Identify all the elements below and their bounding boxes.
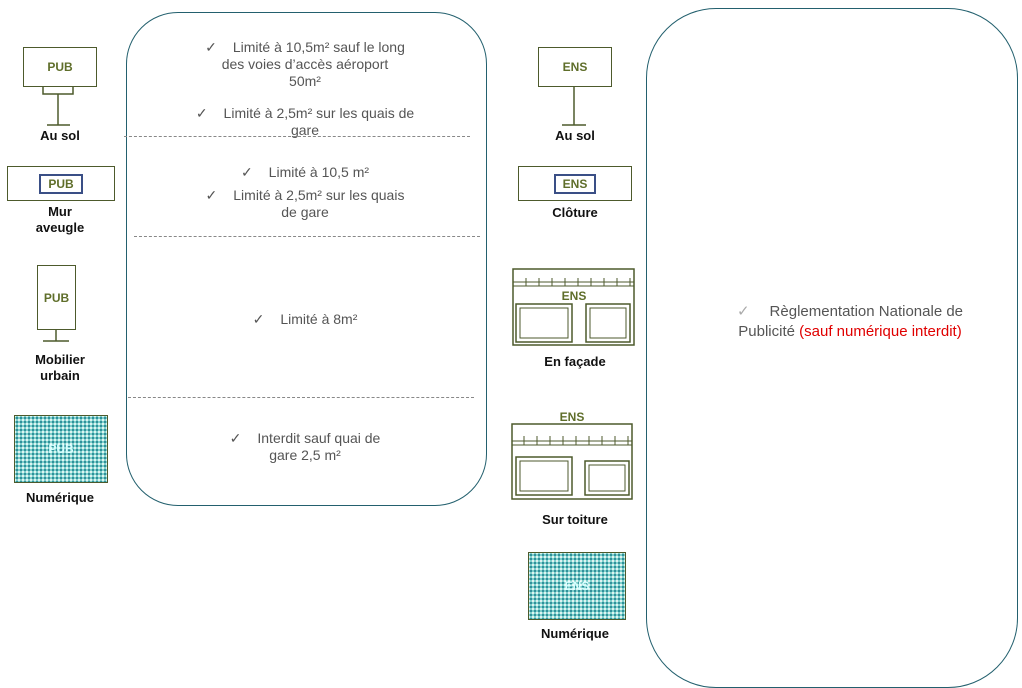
ens-sign-facade: ENS (512, 268, 636, 346)
pub-sign-text: PUB (48, 442, 74, 456)
pub-rules-panel (126, 12, 487, 506)
pub-sign-street-furniture: PUB (37, 265, 79, 345)
pub-sign-text: PUB (47, 60, 73, 74)
ens-label-sur-toiture: Sur toiture (542, 512, 608, 527)
ens-sign-ground: ENS (538, 47, 612, 127)
ens-sign-digital: ENS (528, 552, 626, 620)
building-roof-icon (511, 423, 633, 500)
ens-label-cloture: Clôture (552, 205, 598, 220)
divider (134, 236, 480, 237)
pub-sign-street-furniture-panel: PUB (37, 265, 76, 330)
pub-sign-digital: PUB (14, 415, 108, 483)
ens-sign-text: ENS (553, 173, 597, 194)
rule-au-sol-quais: ✓Limité à 2,5m² sur les quais de gare (195, 105, 415, 138)
pub-label-mur-aveugle: Mur aveugle (35, 204, 85, 235)
pub-sign-text: PUB (43, 290, 70, 305)
ens-sign-roof: ENS (510, 410, 634, 500)
ens-label-au-sol: Au sol (555, 128, 595, 143)
ens-label-numerique: Numérique (541, 626, 609, 641)
numeric-forbidden-note: (sauf numérique interdit) (799, 323, 962, 340)
check-icon: ✓ (736, 303, 750, 320)
pub-sign-ground: PUB (23, 47, 97, 127)
check-icon: ✓ (240, 164, 253, 180)
ground-post-icon (562, 87, 586, 126)
check-icon: ✓ (205, 39, 217, 55)
ens-sign-ground-panel: ENS (538, 47, 612, 87)
ground-post-icon (42, 87, 74, 126)
rule-ens-national: ✓Règlementation Nationale de Publicité (… (736, 303, 964, 340)
pub-label-mobilier-urbain: Mobilier urbain (35, 352, 85, 383)
pub-sign-text: PUB (39, 173, 83, 194)
check-icon: ✓ (205, 187, 218, 203)
building-facade-icon (512, 268, 635, 346)
ens-rules-panel (646, 8, 1018, 688)
rule-mur: ✓Limité à 10,5 m² (240, 164, 370, 180)
pub-sign-ground-panel: PUB (23, 47, 97, 87)
pub-sign-wall: PUB (7, 166, 115, 201)
ens-label-en-facade: En façade (544, 354, 606, 369)
ens-sign-text: ENS (561, 289, 587, 303)
divider (124, 136, 470, 137)
check-icon: ✓ (252, 311, 265, 327)
pub-label-numerique: Numérique (26, 490, 94, 505)
divider (128, 397, 474, 398)
check-icon: ✓ (195, 105, 208, 121)
ens-sign-fence: ENS (518, 166, 632, 201)
check-icon: ✓ (229, 430, 242, 446)
rule-numerique: ✓Interdit sauf quai de gare 2,5 m² (229, 430, 381, 463)
rule-au-sol: ✓Limité à 10,5m² sauf le long des voies … (205, 39, 405, 89)
pub-label-au-sol: Au sol (40, 128, 80, 143)
rule-mur-quais: ✓Limité à 2,5m² sur les quais de gare (205, 187, 405, 220)
ens-sign-text: ENS (564, 579, 590, 593)
rule-mobilier: ✓Limité à 8m² (252, 311, 358, 327)
ens-sign-text: ENS (559, 410, 585, 424)
furniture-base-icon (43, 329, 69, 342)
ens-sign-text: ENS (562, 60, 588, 74)
